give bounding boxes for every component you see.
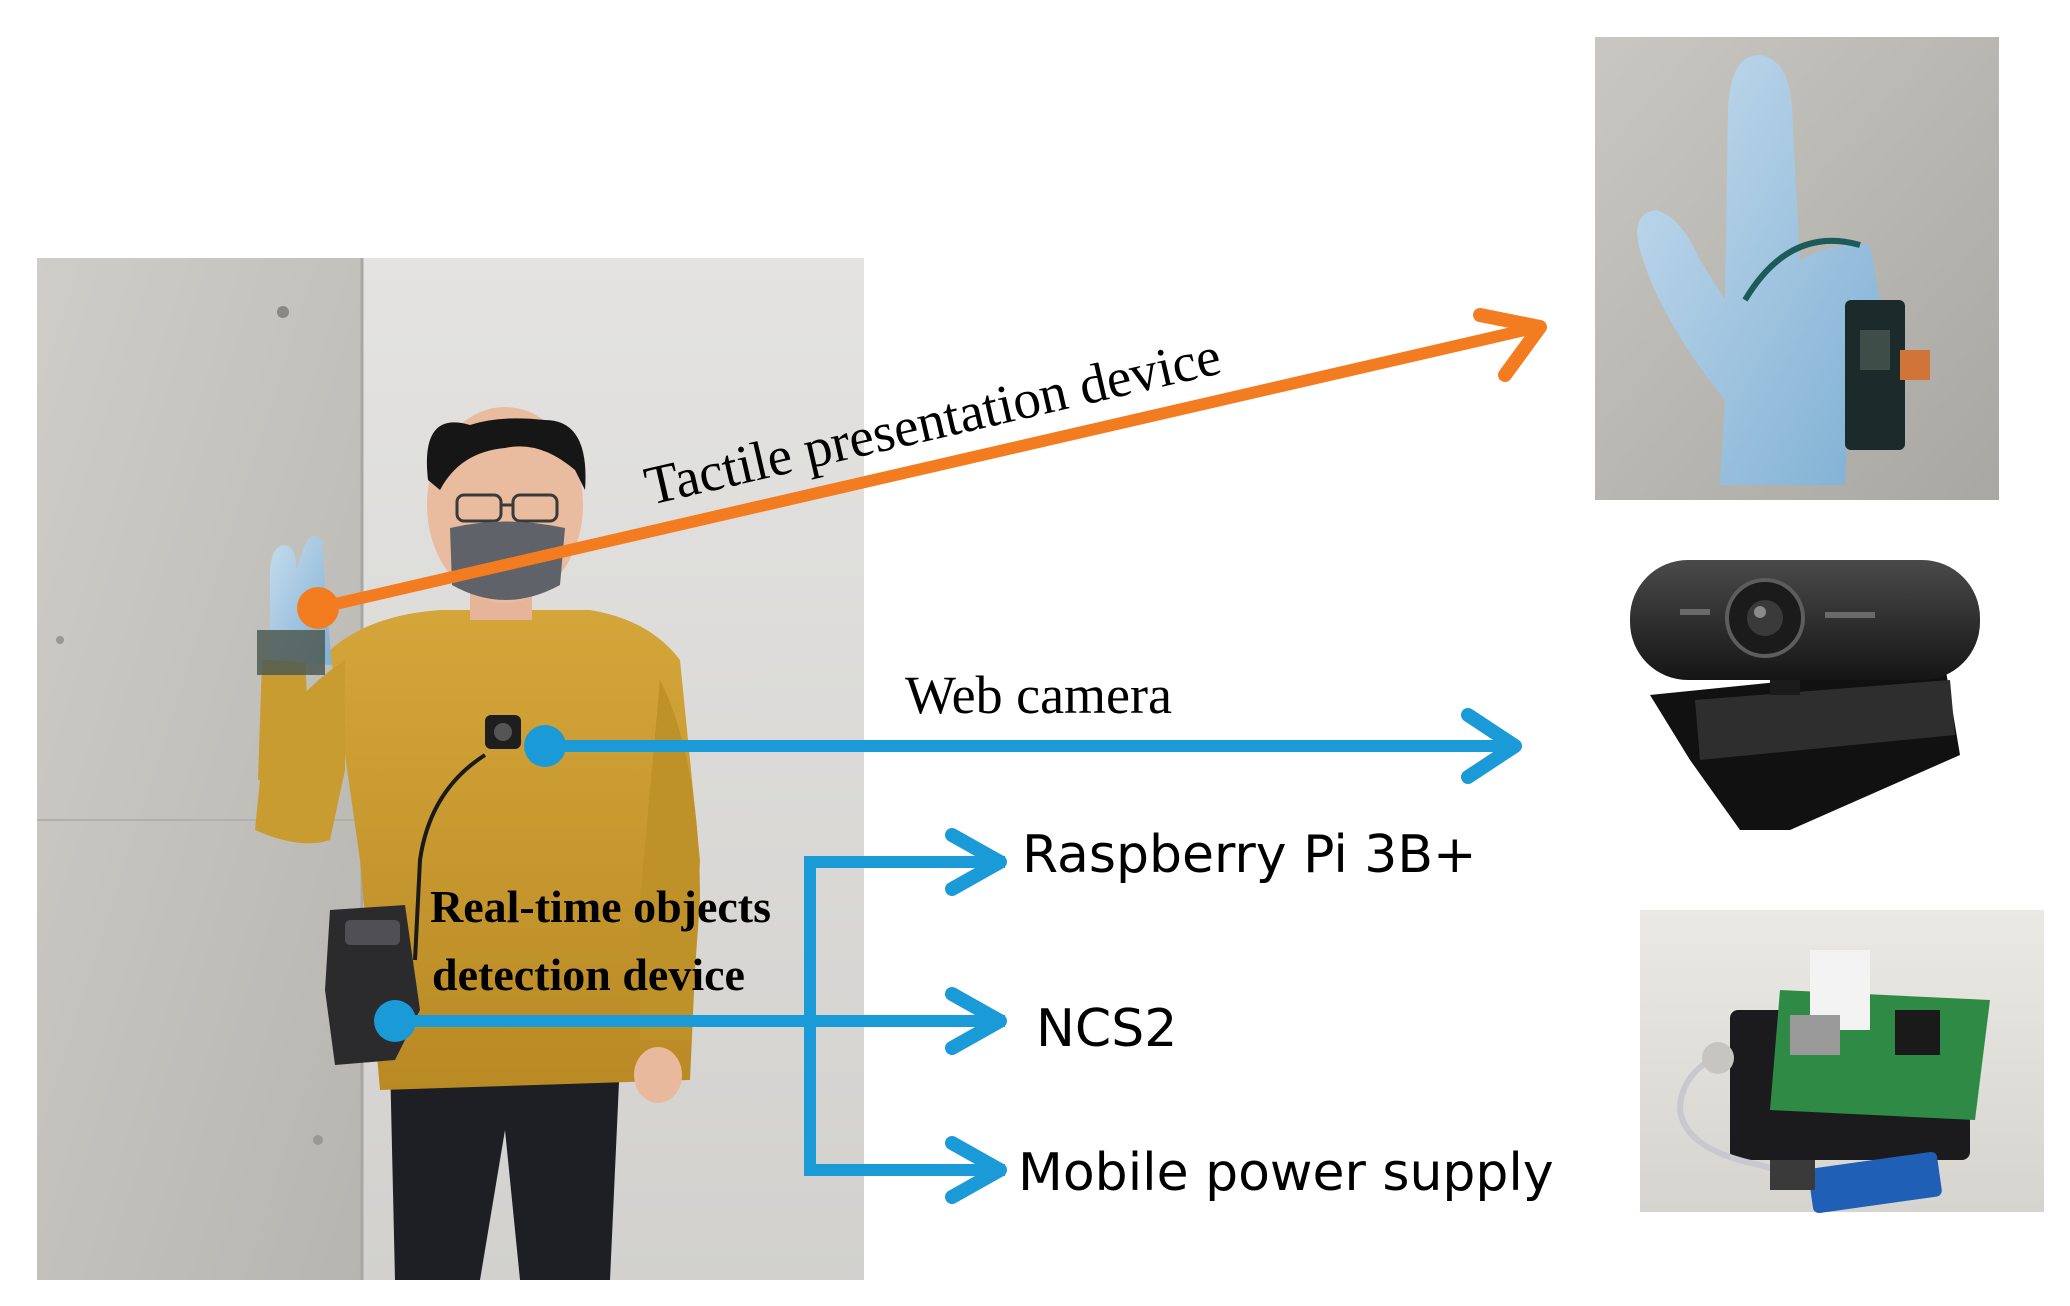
detection-device-arrows — [374, 828, 1007, 1204]
webcam-label: Web camera — [905, 665, 1172, 725]
detection-label-line1: Real-time objects — [430, 881, 771, 932]
tactile-arrow — [297, 308, 1547, 629]
web-camera-photo — [1583, 555, 2070, 855]
webcam-arrow — [524, 708, 1522, 784]
raspberry-label: Raspberry Pi 3B+ — [1022, 825, 1477, 885]
detection-label-line2: detection device — [432, 949, 745, 1000]
ncs2-label: NCS2 — [1036, 999, 1177, 1059]
power-label: Mobile power supply — [1018, 1143, 1554, 1203]
glove-tactile-device-photo — [1595, 37, 1999, 500]
person-wearing-devices-photo — [37, 258, 864, 1280]
raspberry-pi-with-power-bank-photo — [1640, 910, 2044, 1214]
